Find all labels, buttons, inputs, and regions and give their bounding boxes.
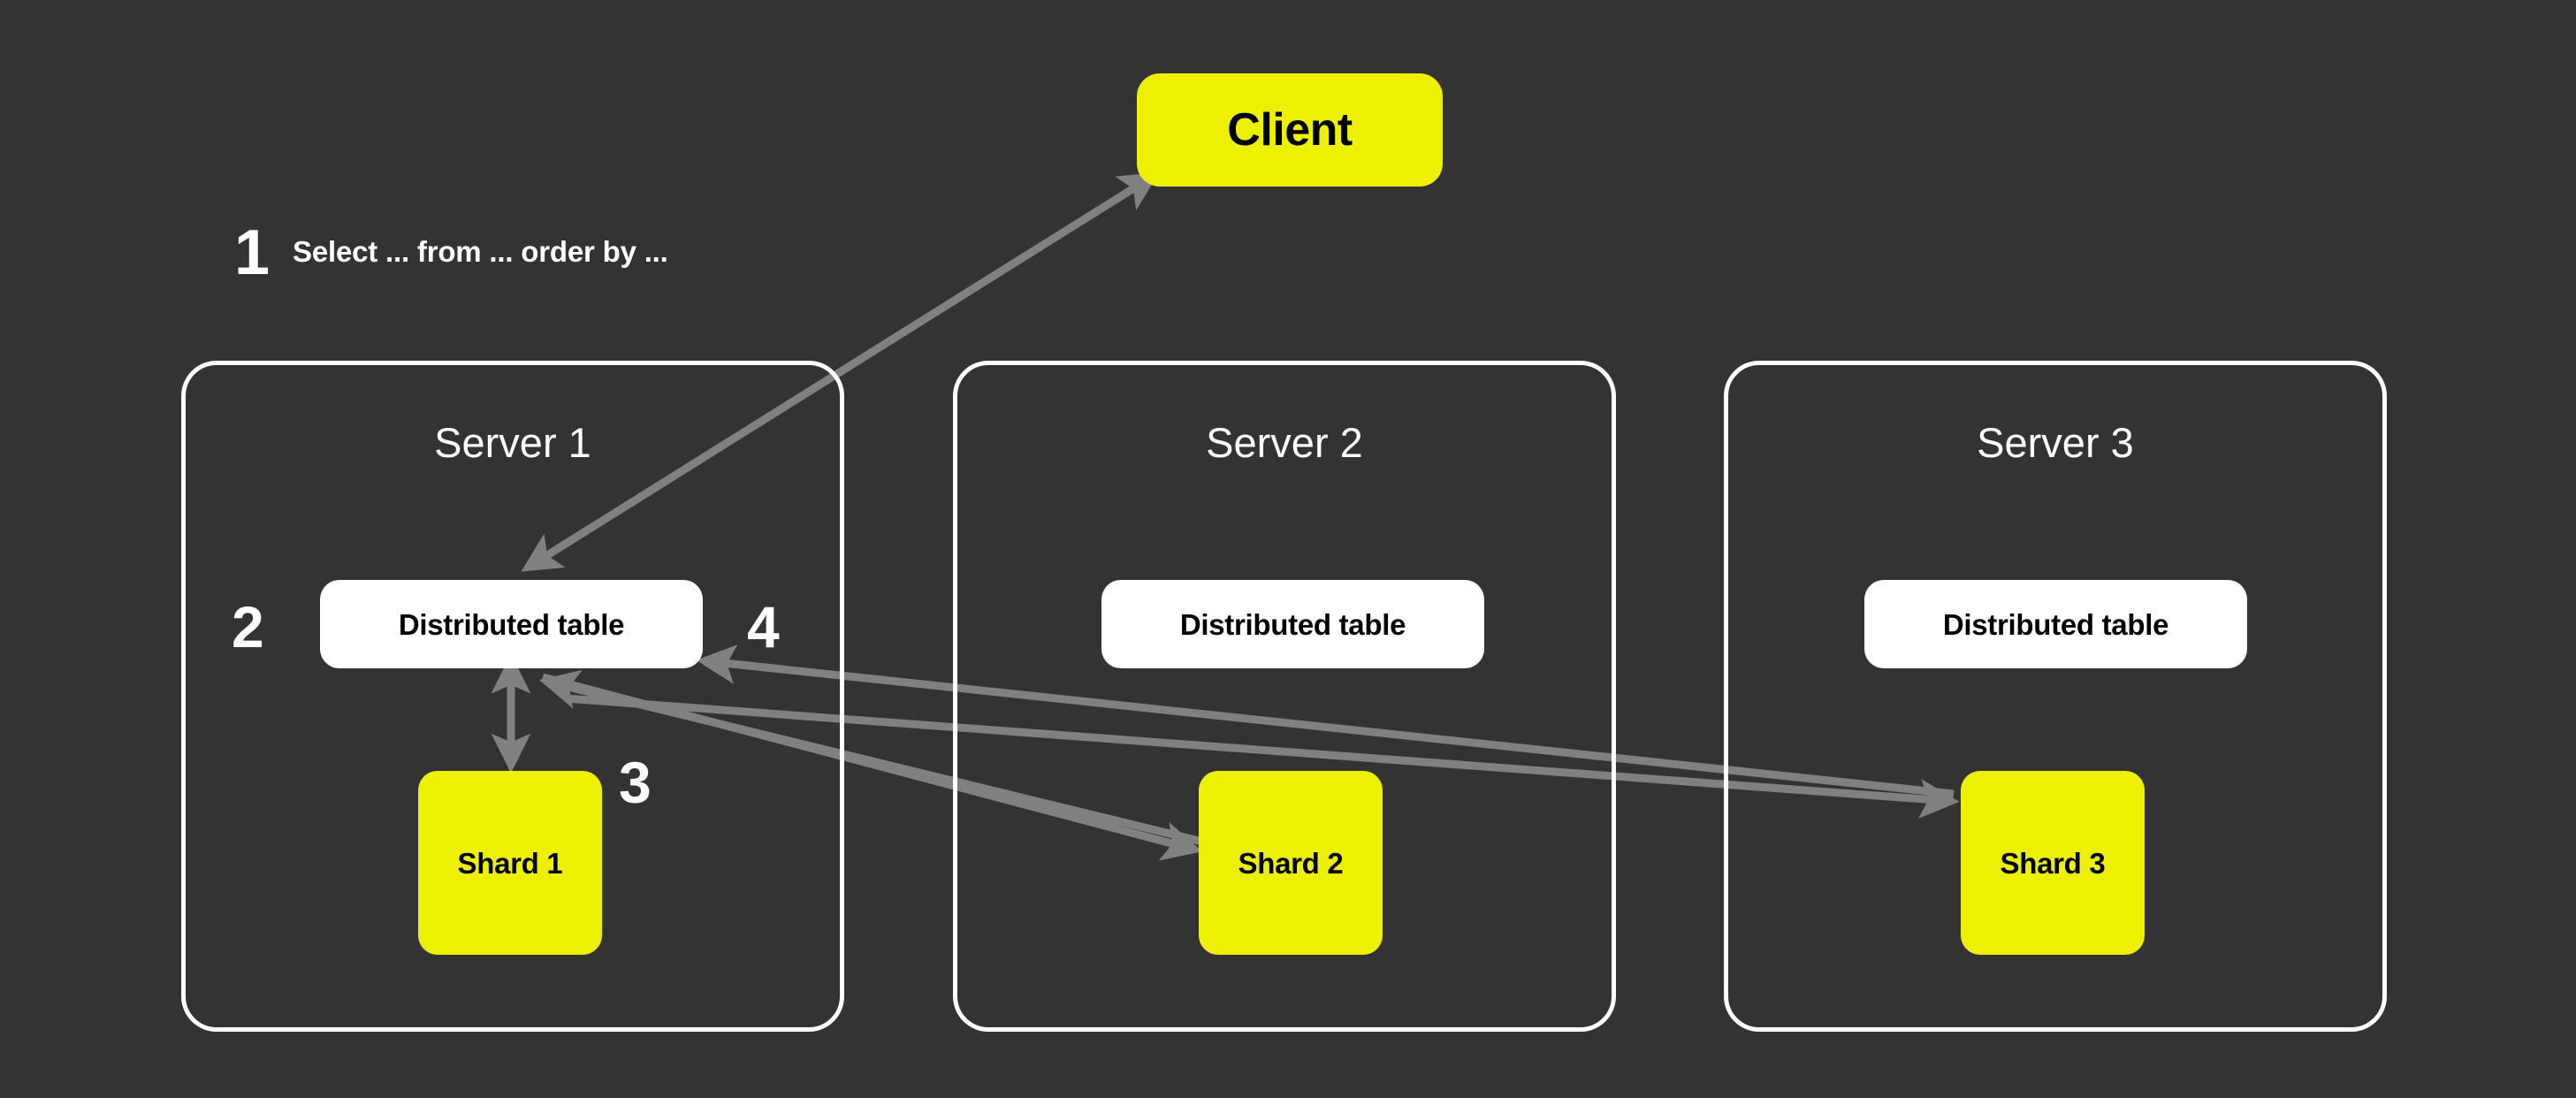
distributed-table-label-3: Distributed table — [1942, 607, 2169, 641]
server-2-title: Server 2 — [1206, 419, 1363, 466]
distributed-table-server-2[interactable]: Distributed table — [1101, 580, 1484, 668]
step-1-caption: 1 Select ... from ... order by ... — [234, 221, 668, 285]
client-label: Client — [1227, 104, 1353, 156]
step-1-query-text: Select ... from ... order by ... — [293, 234, 668, 268]
step-number-2: 2 — [232, 594, 264, 660]
server-3-title: Server 3 — [1977, 419, 2134, 466]
shard-box-3[interactable]: Shard 3 — [1961, 771, 2145, 955]
distributed-table-label-1: Distributed table — [398, 607, 625, 641]
client-node[interactable]: Client — [1137, 73, 1443, 187]
shard-label-1: Shard 1 — [457, 846, 563, 880]
distributed-table-server-3[interactable]: Distributed table — [1864, 580, 2247, 668]
step-number-4: 4 — [747, 594, 780, 660]
shard-label-3: Shard 3 — [2000, 846, 2106, 880]
step-number-1: 1 — [234, 217, 271, 288]
shard-box-2[interactable]: Shard 2 — [1199, 771, 1383, 955]
shard-label-2: Shard 2 — [1238, 846, 1344, 880]
distributed-table-server-1[interactable]: Distributed table — [320, 580, 703, 668]
server-1-title: Server 1 — [434, 419, 591, 466]
step-number-3: 3 — [619, 750, 652, 815]
distributed-table-label-2: Distributed table — [1179, 607, 1406, 641]
shard-box-1[interactable]: Shard 1 — [418, 771, 602, 955]
